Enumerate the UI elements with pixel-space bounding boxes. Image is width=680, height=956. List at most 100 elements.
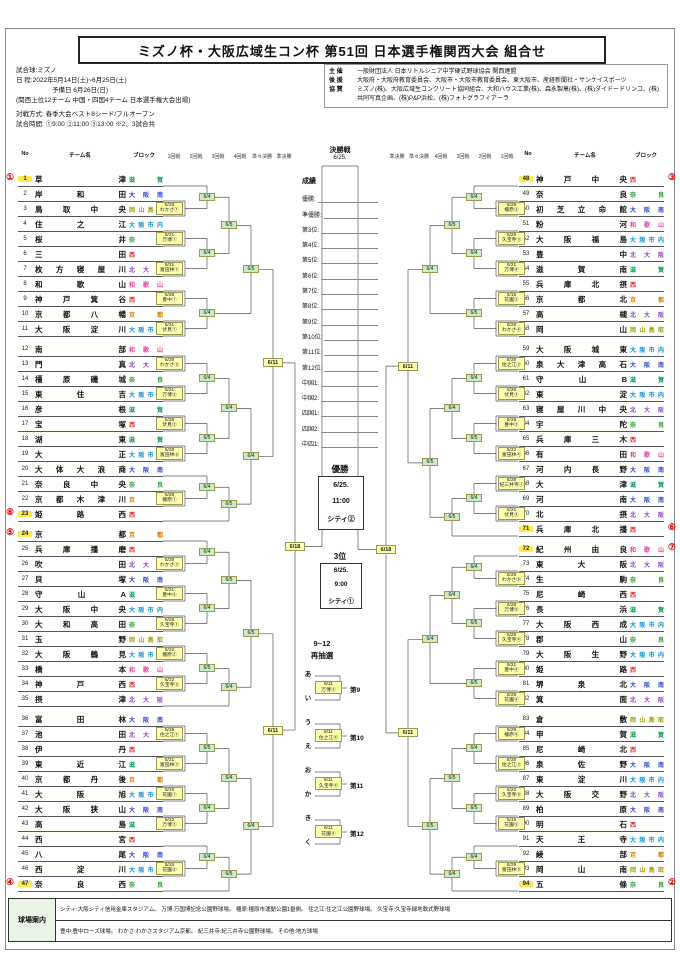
team-number: 47 [18, 881, 32, 887]
block-label: 滋賀 [630, 607, 664, 614]
team-number: 13 [21, 361, 29, 367]
team-name: 京都木津川 [35, 494, 126, 504]
team-number: 49 [522, 191, 530, 197]
block-label: 岡山鳥取 [630, 717, 664, 724]
team-number: 82 [522, 696, 530, 702]
block-label: 和歌山 [129, 282, 163, 289]
team-number: 9 [23, 296, 27, 302]
team-name: 兵庫北摂 [536, 279, 627, 289]
block-label: 岡山鳥取 [129, 637, 163, 644]
team-name: 守山B [536, 374, 627, 384]
team-number: 55 [522, 281, 530, 287]
block-label: 岡山鳥取 [630, 867, 664, 874]
team-number: 3 [23, 206, 27, 212]
team-name: 甲賀 [536, 729, 627, 739]
venue-guide: 球場案内 シティ:大阪シティ信用金庫スタジアム。 万博:万国博記念公園野球場。 … [8, 898, 672, 942]
team-name: 奈良 [536, 189, 627, 199]
team-number: 62 [522, 391, 530, 397]
team-name: 兵庫北播 [536, 524, 627, 534]
team-number: 53 [522, 251, 530, 257]
seed-badge: ③ [667, 172, 676, 182]
champion-label: 優勝 [331, 464, 349, 474]
team-number: 63 [522, 406, 530, 412]
team-name: 大体大浪商 [35, 464, 126, 474]
results-panel: 成績 優勝:準優勝:第3位:第4位:第5位:第6位:第7位:第8位:第9位:第1… [302, 176, 378, 449]
team-number: 87 [522, 776, 530, 782]
venue-guide-label: 球場案内 [9, 899, 56, 941]
redraw-slot: く [304, 839, 312, 846]
col-header-team: チーム名 [574, 153, 596, 159]
redraw-slot: う [304, 719, 312, 726]
block-label: 大阪南 [630, 362, 664, 369]
team-name: 姫路 [536, 664, 627, 674]
team-name: 彦根 [35, 404, 126, 414]
block-label: 滋賀 [630, 482, 664, 489]
team-name: 大阪西成 [536, 619, 627, 629]
info-line: 対戦方式: 春季大会ベスト8シード/フルオープン [16, 111, 155, 119]
team-name: 大阪旭 [35, 789, 126, 799]
team-name: 大阪狭山 [35, 804, 126, 814]
seed-badge: ⑧ [6, 507, 15, 517]
team-number: 73 [522, 561, 530, 567]
third-date: 6/25. [333, 567, 349, 575]
info-line: 試合球:ミズノ [16, 67, 57, 74]
block-label: 北大阪 [129, 697, 163, 704]
team-number: 67 [522, 466, 530, 472]
team-number: 84 [522, 731, 530, 737]
team-name: 京都丹後 [35, 774, 126, 784]
team-number: 72 [519, 546, 533, 552]
block-label: 大阪南 [129, 577, 163, 584]
block-label: 奈良 [129, 622, 163, 629]
team-number: 16 [21, 406, 29, 412]
col-header-no: No [524, 151, 532, 157]
third-place-match-box: 6/25. 9:00 シティ① [320, 563, 362, 609]
team-number: 18 [21, 436, 29, 442]
info-text: 一般財団法人 日本リトルシニア中学硬式野球協会 関西連盟 [357, 69, 517, 75]
team-name: 東近江 [35, 759, 126, 769]
team-name: 長浜 [536, 604, 627, 614]
redraw-slot: か [304, 791, 312, 798]
round-label: 2回戦 [189, 154, 203, 160]
team-number: 11 [21, 326, 29, 332]
block-label: 滋賀 [129, 177, 163, 184]
block-label: 奈良 [129, 882, 163, 889]
team-number: 61 [522, 376, 530, 382]
team-number: 81 [522, 681, 530, 687]
team-name: 橋本 [35, 664, 126, 674]
block-label: 和歌山 [129, 667, 163, 674]
redraw-slot: あ [304, 671, 312, 678]
team-name: 大阪淀川 [35, 324, 126, 334]
team-number: 7 [23, 266, 27, 272]
team-name: 桜井 [35, 234, 126, 244]
team-number: 26 [21, 561, 29, 567]
seed-badge: ⑦ [667, 542, 676, 552]
team-name: 豊中 [536, 249, 627, 259]
round-label: 1回戦 [500, 154, 514, 160]
team-name: 玉野 [35, 634, 126, 644]
result-line: 第11位: [302, 341, 378, 357]
redraw-result-label: 第12 [350, 831, 364, 838]
block-label: 西 [630, 437, 637, 444]
info-left: 試合球:ミズノ 日 程:2022年5月14日(土)~6月25日(土) 予備日 6… [16, 66, 316, 130]
